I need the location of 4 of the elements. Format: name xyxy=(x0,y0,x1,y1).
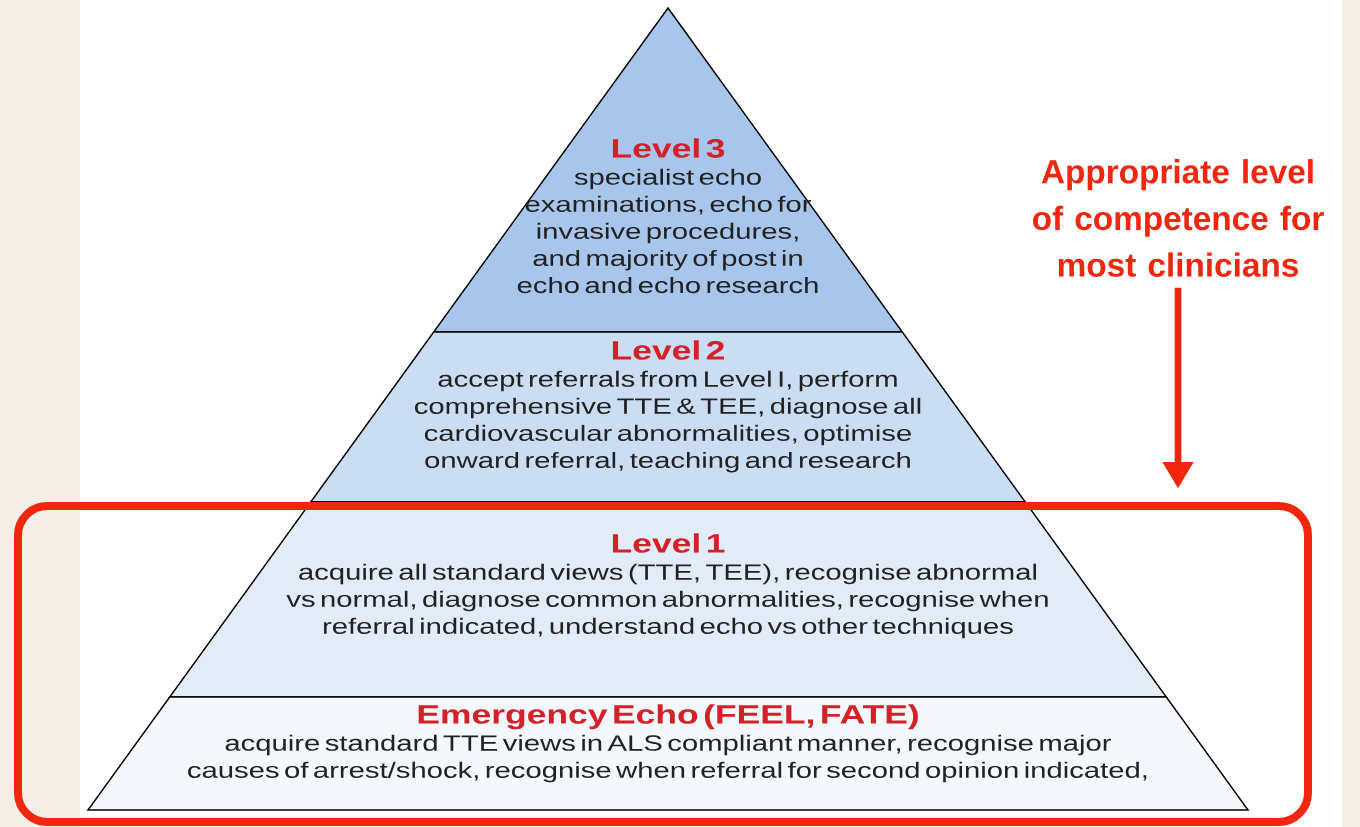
highlight-frame xyxy=(14,502,1312,826)
pyramid-tier: Level 1 acquire all standard views (TTE, TEE), recognise abnormal vs normal, diagnose common abnormalities, recognise when referral indicated, understand echo vs other techniques xyxy=(168,501,1168,698)
callout-text: Appropriate level of competence for most clinicians xyxy=(1033,159,1324,277)
pyramid-tier: Level 2 accept referrals from Level I, perform comprehensive TTE & TEE, diagnose all cardiovascular abnormalities, optimise onward referral, teaching and research xyxy=(309,331,1027,503)
